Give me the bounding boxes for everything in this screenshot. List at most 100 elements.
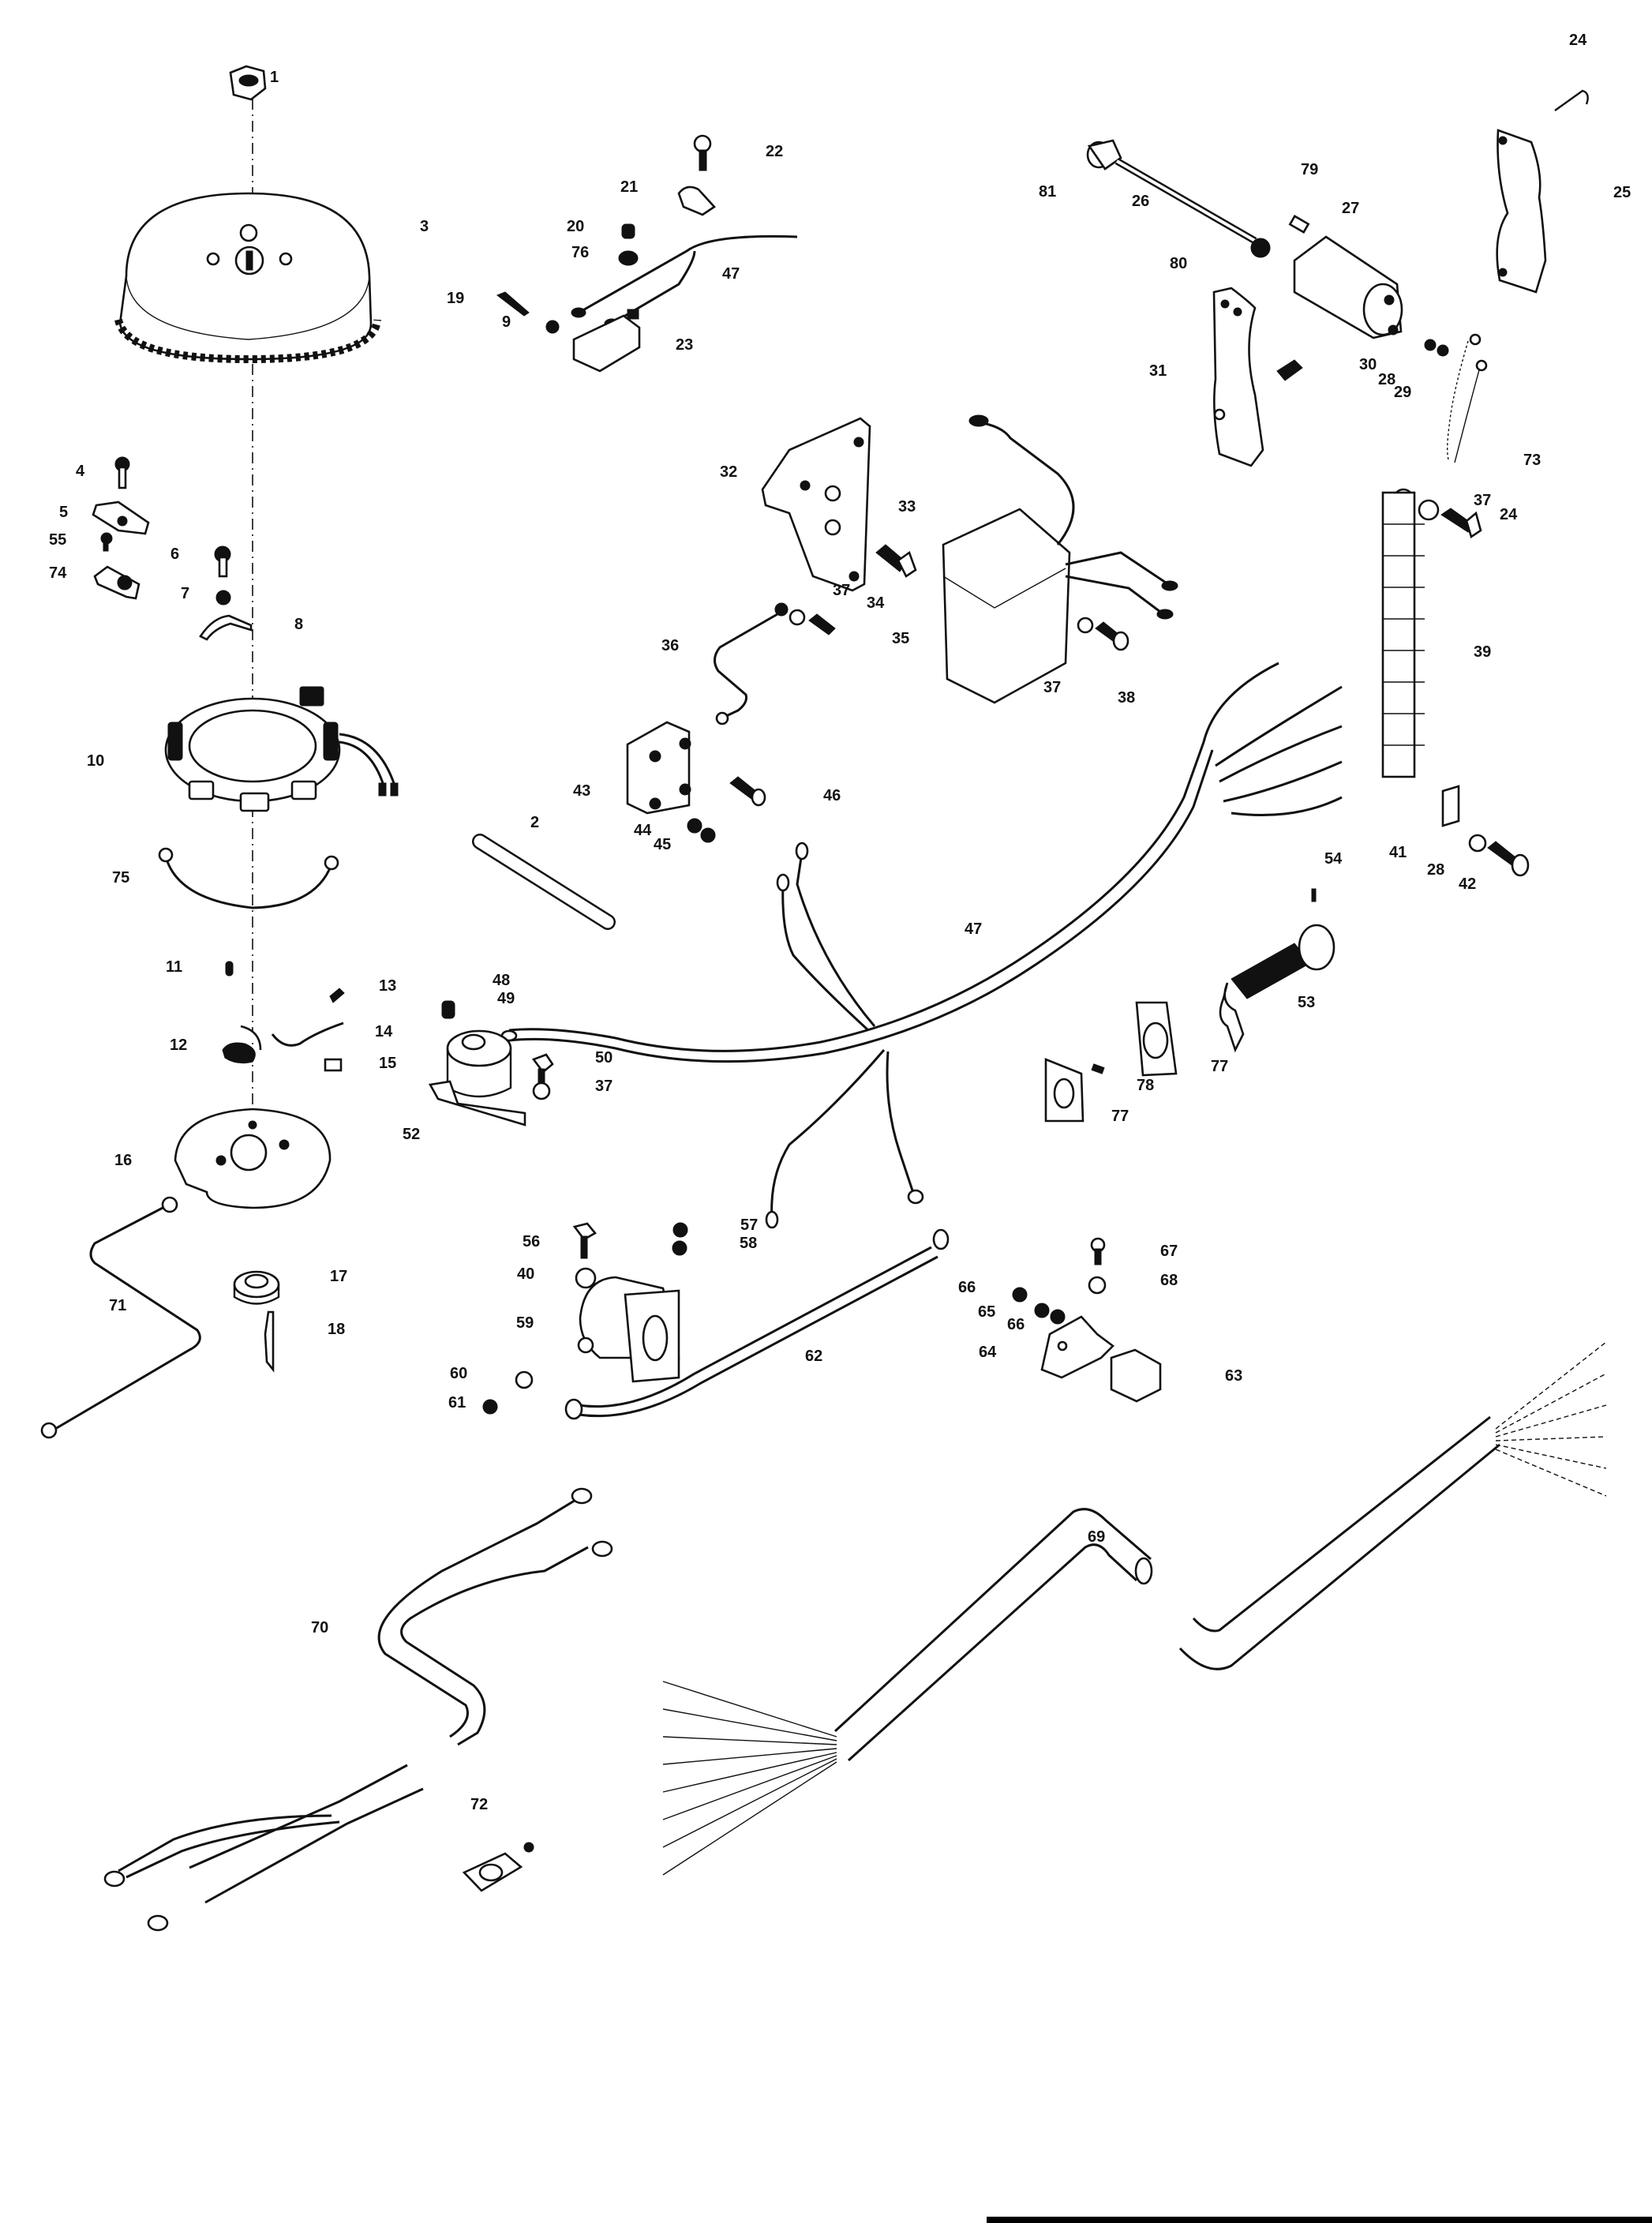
callout-37: 37 (1043, 679, 1061, 696)
ignition-coil-35 (942, 414, 1178, 704)
screw-11 (225, 961, 234, 977)
callout-59: 59 (516, 1314, 534, 1332)
callout-41: 41 (1389, 844, 1407, 861)
bolt-24 (1440, 508, 1482, 539)
screw-78 (1091, 1063, 1105, 1074)
washer-68 (1088, 1276, 1107, 1295)
callout-16: 16 (114, 1152, 132, 1169)
key-18 (264, 1310, 275, 1373)
rectifier-43 (626, 721, 691, 815)
callout-29: 29 (1394, 384, 1411, 401)
callout-73: 73 (1523, 452, 1541, 469)
screw-55 (100, 532, 113, 552)
bezel-77-front (1135, 1001, 1178, 1077)
callout-18: 18 (328, 1321, 345, 1338)
callout-71: 71 (109, 1297, 126, 1314)
connector-63 (1110, 1348, 1162, 1403)
callout-13: 13 (379, 977, 396, 995)
nut-45 (700, 827, 716, 843)
starter-drive-rod (1086, 139, 1271, 258)
callout-72: 72 (470, 1796, 488, 1813)
callout-53: 53 (1298, 994, 1315, 1011)
callout-54: 54 (1324, 850, 1343, 868)
sleeve-79 (1288, 215, 1310, 234)
callout-26: 26 (1132, 193, 1149, 210)
callout-30: 30 (1359, 356, 1377, 373)
lead-75 (164, 856, 333, 909)
callout-47: 47 (722, 265, 740, 283)
callout-38: 38 (1118, 689, 1135, 707)
callout-46: 46 (823, 787, 841, 804)
callout-61: 61 (448, 1394, 466, 1411)
callout-10: 10 (87, 752, 104, 770)
callout-75: 75 (112, 869, 129, 887)
stator-assembly (164, 686, 399, 812)
callout-58: 58 (740, 1235, 757, 1252)
extension-harness-69 (662, 1341, 1607, 1876)
nut-48-49 (441, 1000, 455, 1019)
callout-33: 33 (898, 498, 916, 515)
callout-24: 24 (1500, 506, 1518, 523)
main-harness-47 (500, 662, 1343, 1229)
callout-76: 76 (571, 244, 589, 261)
battery-clamp-72 (462, 1842, 534, 1892)
callout-21: 21 (620, 178, 638, 196)
callout-44: 44 (634, 822, 652, 839)
callout-74: 74 (49, 564, 67, 582)
callout-28: 28 (1378, 371, 1395, 388)
screw-30 (1276, 359, 1303, 381)
callout-63: 63 (1225, 1367, 1242, 1385)
cable-62 (564, 1228, 950, 1420)
callout-68: 68 (1160, 1272, 1178, 1289)
callout-5: 5 (59, 504, 68, 521)
callout-56: 56 (523, 1233, 540, 1250)
clamp-21 (677, 186, 716, 216)
callout-32: 32 (720, 463, 737, 481)
gasket-77-back (1044, 1058, 1084, 1123)
nut-66 (1012, 1287, 1028, 1303)
screw-42 (1487, 841, 1530, 877)
nut-57 (672, 1222, 688, 1238)
washer-37-center (774, 602, 789, 617)
nut-20 (621, 223, 635, 239)
nut-61 (482, 1399, 498, 1415)
callout-67: 67 (1160, 1243, 1178, 1260)
callout-77: 77 (1211, 1058, 1228, 1075)
callout-24: 24 (1569, 32, 1587, 49)
callout-15: 15 (379, 1055, 396, 1072)
washer-66 (1050, 1309, 1066, 1325)
terminal-block-39 (1381, 491, 1425, 778)
screw-34 (808, 613, 836, 635)
callout-55: 55 (49, 531, 66, 549)
lead-71 (54, 1205, 201, 1430)
callout-77: 77 (1111, 1108, 1129, 1125)
callout-7: 7 (181, 585, 189, 602)
callout-25: 25 (1613, 184, 1631, 201)
callout-14: 14 (375, 1023, 393, 1040)
bolt-56 (572, 1222, 597, 1259)
flywheel-nut (229, 65, 267, 101)
callout-52: 52 (403, 1126, 420, 1143)
lever-8 (199, 614, 253, 641)
washer-9 (545, 320, 560, 334)
callout-37: 37 (1474, 492, 1491, 509)
screw-54 (1311, 888, 1317, 902)
lead-14 (271, 1022, 344, 1047)
switch-23 (572, 309, 641, 373)
washer-40 (575, 1267, 597, 1289)
lead-73 (1424, 333, 1488, 463)
callout-3: 3 (420, 218, 429, 235)
callout-42: 42 (1459, 875, 1476, 893)
washer-37-coil (1077, 617, 1094, 634)
washer-44 (687, 818, 702, 834)
callout-31: 31 (1149, 362, 1167, 380)
callout-6: 6 (170, 545, 179, 563)
callout-40: 40 (517, 1265, 534, 1283)
nut-76 (618, 250, 639, 266)
callout-45: 45 (654, 836, 671, 853)
key-switch-53 (1219, 924, 1335, 1053)
screw-6 (214, 545, 231, 578)
retainer-5 (92, 500, 150, 535)
